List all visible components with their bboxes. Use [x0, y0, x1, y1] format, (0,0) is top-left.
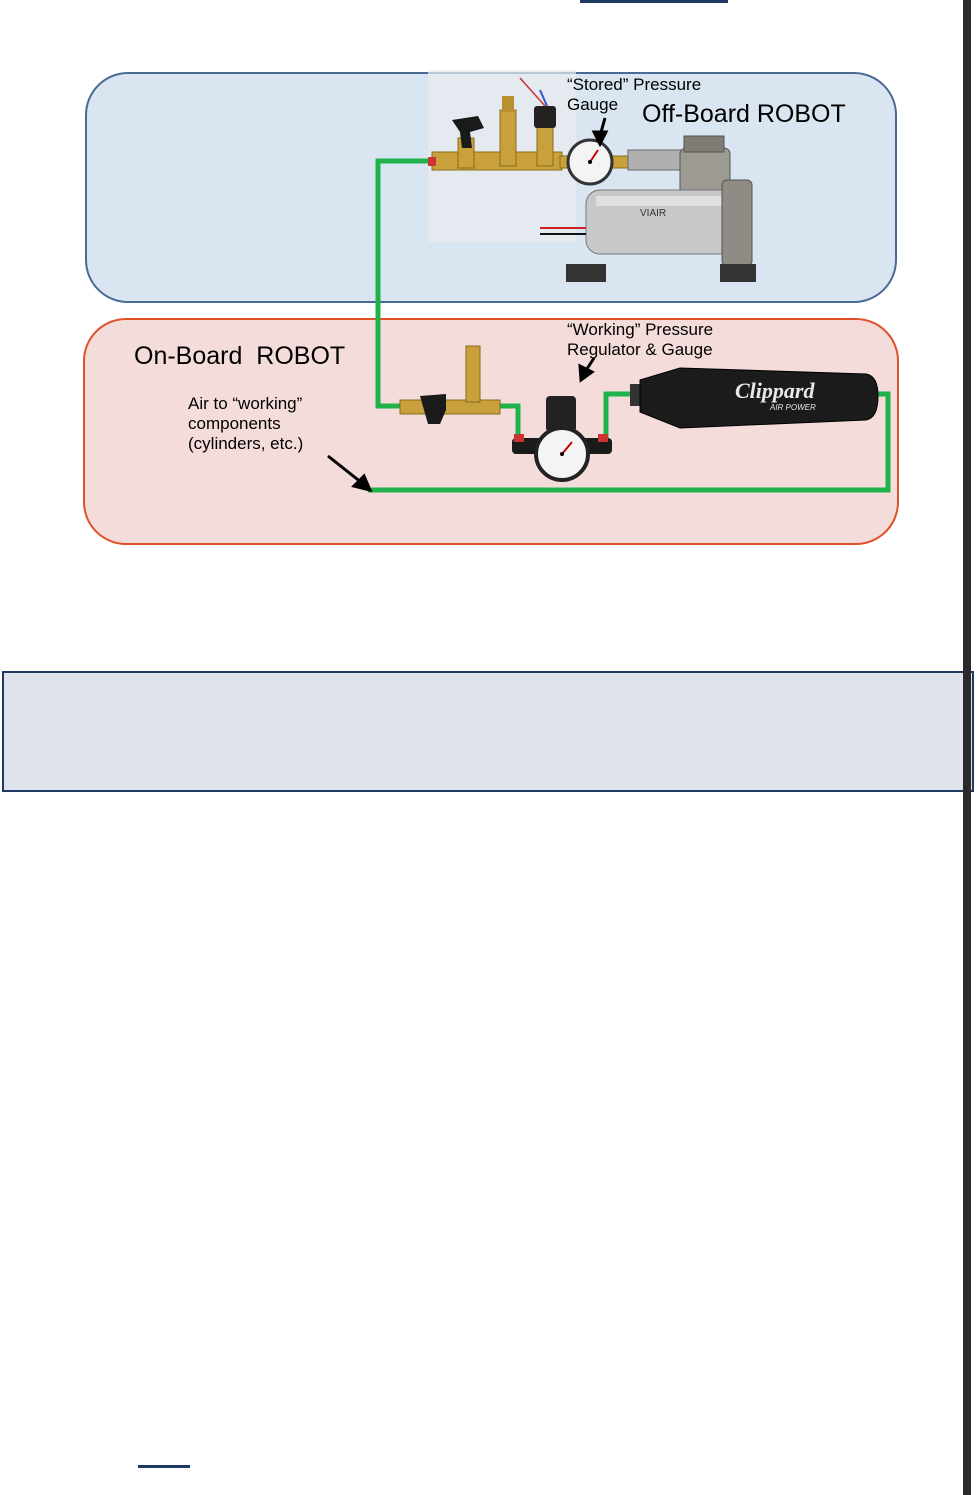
footer-rule: [138, 1465, 190, 1468]
onboard-title: On-Board ROBOT: [134, 342, 345, 372]
clippard-tank-icon: Clippard AIR POWER: [630, 368, 878, 428]
pneumatic-system-diagram: VIAIR Clippard AIR POWER: [0, 0, 980, 560]
offboard-title: Off-Board ROBOT: [642, 100, 846, 130]
svg-text:VIAIR: VIAIR: [640, 208, 666, 219]
svg-text:Clippard: Clippard: [735, 378, 815, 403]
working-regulator-label: “Working” Pressure Regulator & Gauge: [567, 320, 713, 360]
callout-box: [2, 671, 974, 792]
air-components-label: Air to “working” components (cylinders, …: [188, 394, 303, 454]
svg-text:AIR POWER: AIR POWER: [769, 403, 816, 412]
scrollbar[interactable]: [963, 0, 971, 1495]
